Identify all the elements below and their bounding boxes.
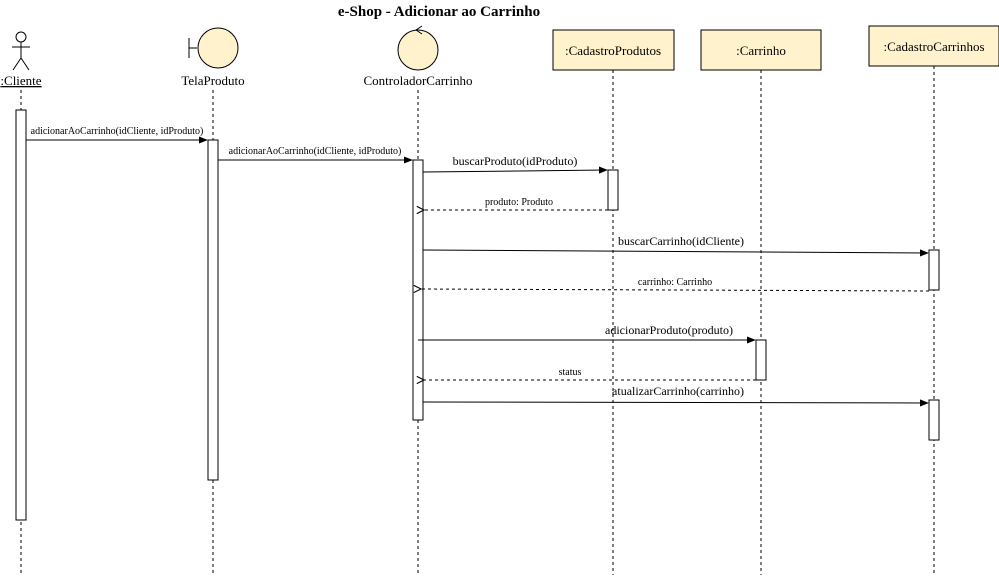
participant-cliente: :Cliente — [0, 31, 42, 88]
message-label: buscarProduto(idProduto) — [453, 154, 578, 168]
message-label: adicionarAoCarrinho(idCliente, idProduto… — [31, 126, 204, 137]
participant-label-carrinho: :Carrinho — [736, 43, 786, 58]
message-arrow — [422, 249, 929, 257]
message-arrow — [422, 166, 608, 174]
message-5: buscarCarrinho(idCliente) — [422, 234, 929, 257]
message-label: adicionarAoCarrinho(idCliente, idProduto… — [229, 146, 402, 157]
activation-bar-cadastro-carrinhos-1 — [928, 249, 940, 291]
activation-bar-carrinho — [755, 339, 767, 381]
diagram-title: e-Shop - Adicionar ao Carrinho — [338, 4, 540, 20]
participant-controlador: ControladorCarrinho — [363, 25, 473, 88]
message-3: buscarProduto(idProduto) — [422, 154, 608, 174]
message-4: produto: Produto — [424, 197, 608, 210]
activation-bar-tela-produto — [207, 139, 219, 481]
message-label: buscarCarrinho(idCliente) — [618, 234, 744, 248]
activation-bar-cliente — [15, 109, 27, 521]
participant-carrinho: :Carrinho — [700, 29, 822, 71]
message-8: status — [424, 367, 756, 380]
message-label: produto: Produto — [485, 197, 553, 208]
participant-cadastro-produtos: :CadastroProdutos — [552, 29, 675, 71]
activation-bar-controlador — [412, 159, 424, 421]
actor-icon — [12, 31, 30, 71]
message-6: carrinho: Carrinho — [421, 277, 930, 291]
message-label: status — [559, 367, 582, 378]
participant-box — [552, 29, 675, 71]
activation-bar-cadastro-produtos — [607, 169, 619, 211]
participant-label-cadastro-carrinhos: :CadastroCarrinhos — [883, 39, 984, 54]
message-7: adicionarProduto(produto) — [418, 323, 756, 344]
control-icon — [397, 25, 439, 71]
message-arrow-return — [421, 289, 930, 291]
participant-label-tela-produto: TelaProduto — [181, 73, 244, 88]
message-arrow — [422, 399, 929, 407]
activation-bar-cadastro-carrinhos-2 — [928, 399, 940, 441]
participant-tela-produto: TelaProduto — [181, 27, 245, 88]
participant-label-cliente: :Cliente — [0, 73, 41, 88]
message-label: adicionarProduto(produto) — [605, 323, 733, 337]
message-9: atualizarCarrinho(carrinho) — [422, 384, 929, 407]
message-label: carrinho: Carrinho — [638, 277, 712, 288]
message-1: adicionarAoCarrinho(idCliente, idProduto… — [26, 126, 208, 144]
message-2: adicionarAoCarrinho(idCliente, idProduto… — [218, 146, 413, 164]
participant-label-controlador: ControladorCarrinho — [363, 73, 472, 88]
message-label: atualizarCarrinho(carrinho) — [612, 384, 744, 398]
participant-cadastro-carrinhos: :CadastroCarrinhos — [868, 25, 999, 67]
participant-label-cadastro-produtos: :CadastroProdutos — [565, 43, 661, 58]
boundary-icon — [188, 27, 239, 69]
